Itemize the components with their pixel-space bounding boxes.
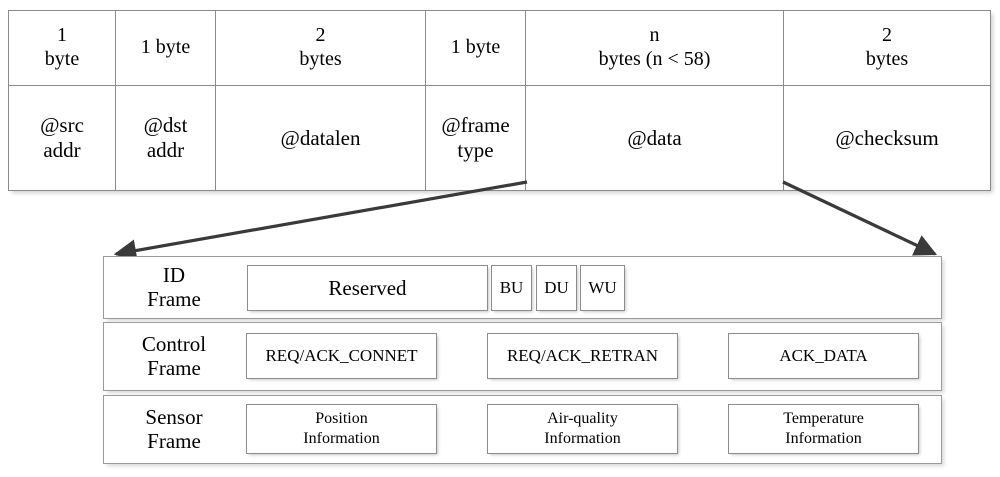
frame-field-row: @src addr @dst addr @datalen @frame type… bbox=[8, 85, 991, 191]
field-cell-checksum: @checksum bbox=[783, 85, 991, 191]
sensor-frame-label: Sensor Frame bbox=[104, 404, 244, 453]
sensor-frame-label-line1: Sensor bbox=[145, 404, 203, 429]
size-cksum-line1: 2 bbox=[882, 24, 892, 47]
size-len-line2: bytes bbox=[299, 48, 342, 70]
size-cell-frame-type: 1 byte bbox=[425, 10, 526, 86]
sensor-frame-fields: Position Information Air-quality Informa… bbox=[244, 396, 941, 463]
sensor-frame-cell-temperature-information: Temperature Information bbox=[728, 404, 919, 454]
id-frame-cell-bu: BU bbox=[491, 265, 532, 311]
field-datalen-line1: @datalen bbox=[280, 125, 361, 150]
id-frame-cell-reserved: Reserved bbox=[247, 265, 488, 311]
size-cell-checksum: 2 bytes bbox=[783, 10, 991, 86]
id-frame-cell-wu: WU bbox=[580, 265, 625, 311]
field-cell-data: @data bbox=[525, 85, 784, 191]
right-arrow-icon bbox=[782, 180, 938, 256]
control-frame-label-line2: Frame bbox=[147, 355, 201, 380]
size-cell-data: n bytes (n < 58) bbox=[525, 10, 784, 86]
id-frame-row: ID Frame Reserved BU DU WU bbox=[103, 256, 942, 319]
sensor-frame-label-line2: Frame bbox=[147, 428, 201, 453]
size-data-line2: bytes (n < 58) bbox=[598, 48, 711, 70]
sensor-frame-cell-position-information: Position Information bbox=[246, 404, 437, 454]
sensor-temp-line1: Temperature bbox=[783, 410, 864, 427]
id-frame-label: ID Frame bbox=[104, 262, 244, 311]
field-cell-frame-type: @frame type bbox=[425, 85, 526, 191]
sensor-position-line1: Position bbox=[315, 410, 368, 427]
protocol-frame-table: 1 byte 1 byte 2 bytes 1 byte n bytes (n … bbox=[8, 10, 991, 191]
id-frame-label-line2: Frame bbox=[147, 286, 201, 311]
size-src-line1: 1 bbox=[57, 24, 67, 47]
sensor-position-line2: Information bbox=[303, 430, 380, 447]
control-frame-row: Control Frame REQ/ACK_CONNET REQ/ACK_RET… bbox=[103, 322, 942, 391]
control-frame-cell-req-ack-retran: REQ/ACK_RETRAN bbox=[487, 333, 678, 379]
size-type-line1: 1 byte bbox=[450, 36, 501, 59]
field-dst-line2: addr bbox=[146, 138, 185, 162]
field-cell-dst-addr: @dst addr bbox=[115, 85, 216, 191]
sensor-air-line2: Information bbox=[544, 430, 621, 447]
field-data-line1: @data bbox=[627, 125, 682, 150]
field-src-line1: @src bbox=[40, 113, 84, 138]
field-checksum-line1: @checksum bbox=[835, 125, 939, 150]
id-frame-label-line1: ID bbox=[162, 262, 186, 287]
control-frame-label: Control Frame bbox=[104, 331, 244, 380]
frame-size-row: 1 byte 1 byte 2 bytes 1 byte n bytes (n … bbox=[8, 10, 991, 86]
size-cell-datalen: 2 bytes bbox=[215, 10, 426, 86]
sensor-frame-row: Sensor Frame Position Information Air-qu… bbox=[103, 395, 942, 464]
control-frame-cell-req-ack-connet: REQ/ACK_CONNET bbox=[246, 333, 437, 379]
sensor-temp-line2: Information bbox=[785, 430, 862, 447]
field-type-line1: @frame bbox=[441, 113, 510, 138]
size-dst-line1: 1 byte bbox=[140, 36, 191, 59]
field-type-line2: type bbox=[457, 138, 494, 162]
size-cell-src-addr: 1 byte bbox=[8, 10, 116, 86]
id-frame-fields: Reserved BU DU WU bbox=[244, 257, 941, 318]
left-arrow-icon bbox=[113, 180, 528, 262]
sensor-frame-cell-air-quality-information: Air-quality Information bbox=[487, 404, 678, 454]
control-frame-fields: REQ/ACK_CONNET REQ/ACK_RETRAN ACK_DATA bbox=[244, 323, 941, 390]
size-cksum-line2: bytes bbox=[865, 48, 909, 70]
size-src-line2: byte bbox=[44, 48, 80, 70]
field-src-line2: addr bbox=[43, 138, 81, 162]
sensor-air-line1: Air-quality bbox=[547, 410, 618, 427]
id-frame-cell-du: DU bbox=[536, 265, 577, 311]
size-cell-dst-addr: 1 byte bbox=[115, 10, 216, 86]
control-frame-cell-ack-data: ACK_DATA bbox=[728, 333, 919, 379]
field-cell-src-addr: @src addr bbox=[8, 85, 116, 191]
field-cell-datalen: @datalen bbox=[215, 85, 426, 191]
field-dst-line1: @dst bbox=[143, 113, 188, 138]
size-len-line1: 2 bbox=[315, 24, 326, 47]
size-data-line1: n bbox=[649, 24, 660, 47]
control-frame-label-line1: Control bbox=[141, 331, 207, 356]
